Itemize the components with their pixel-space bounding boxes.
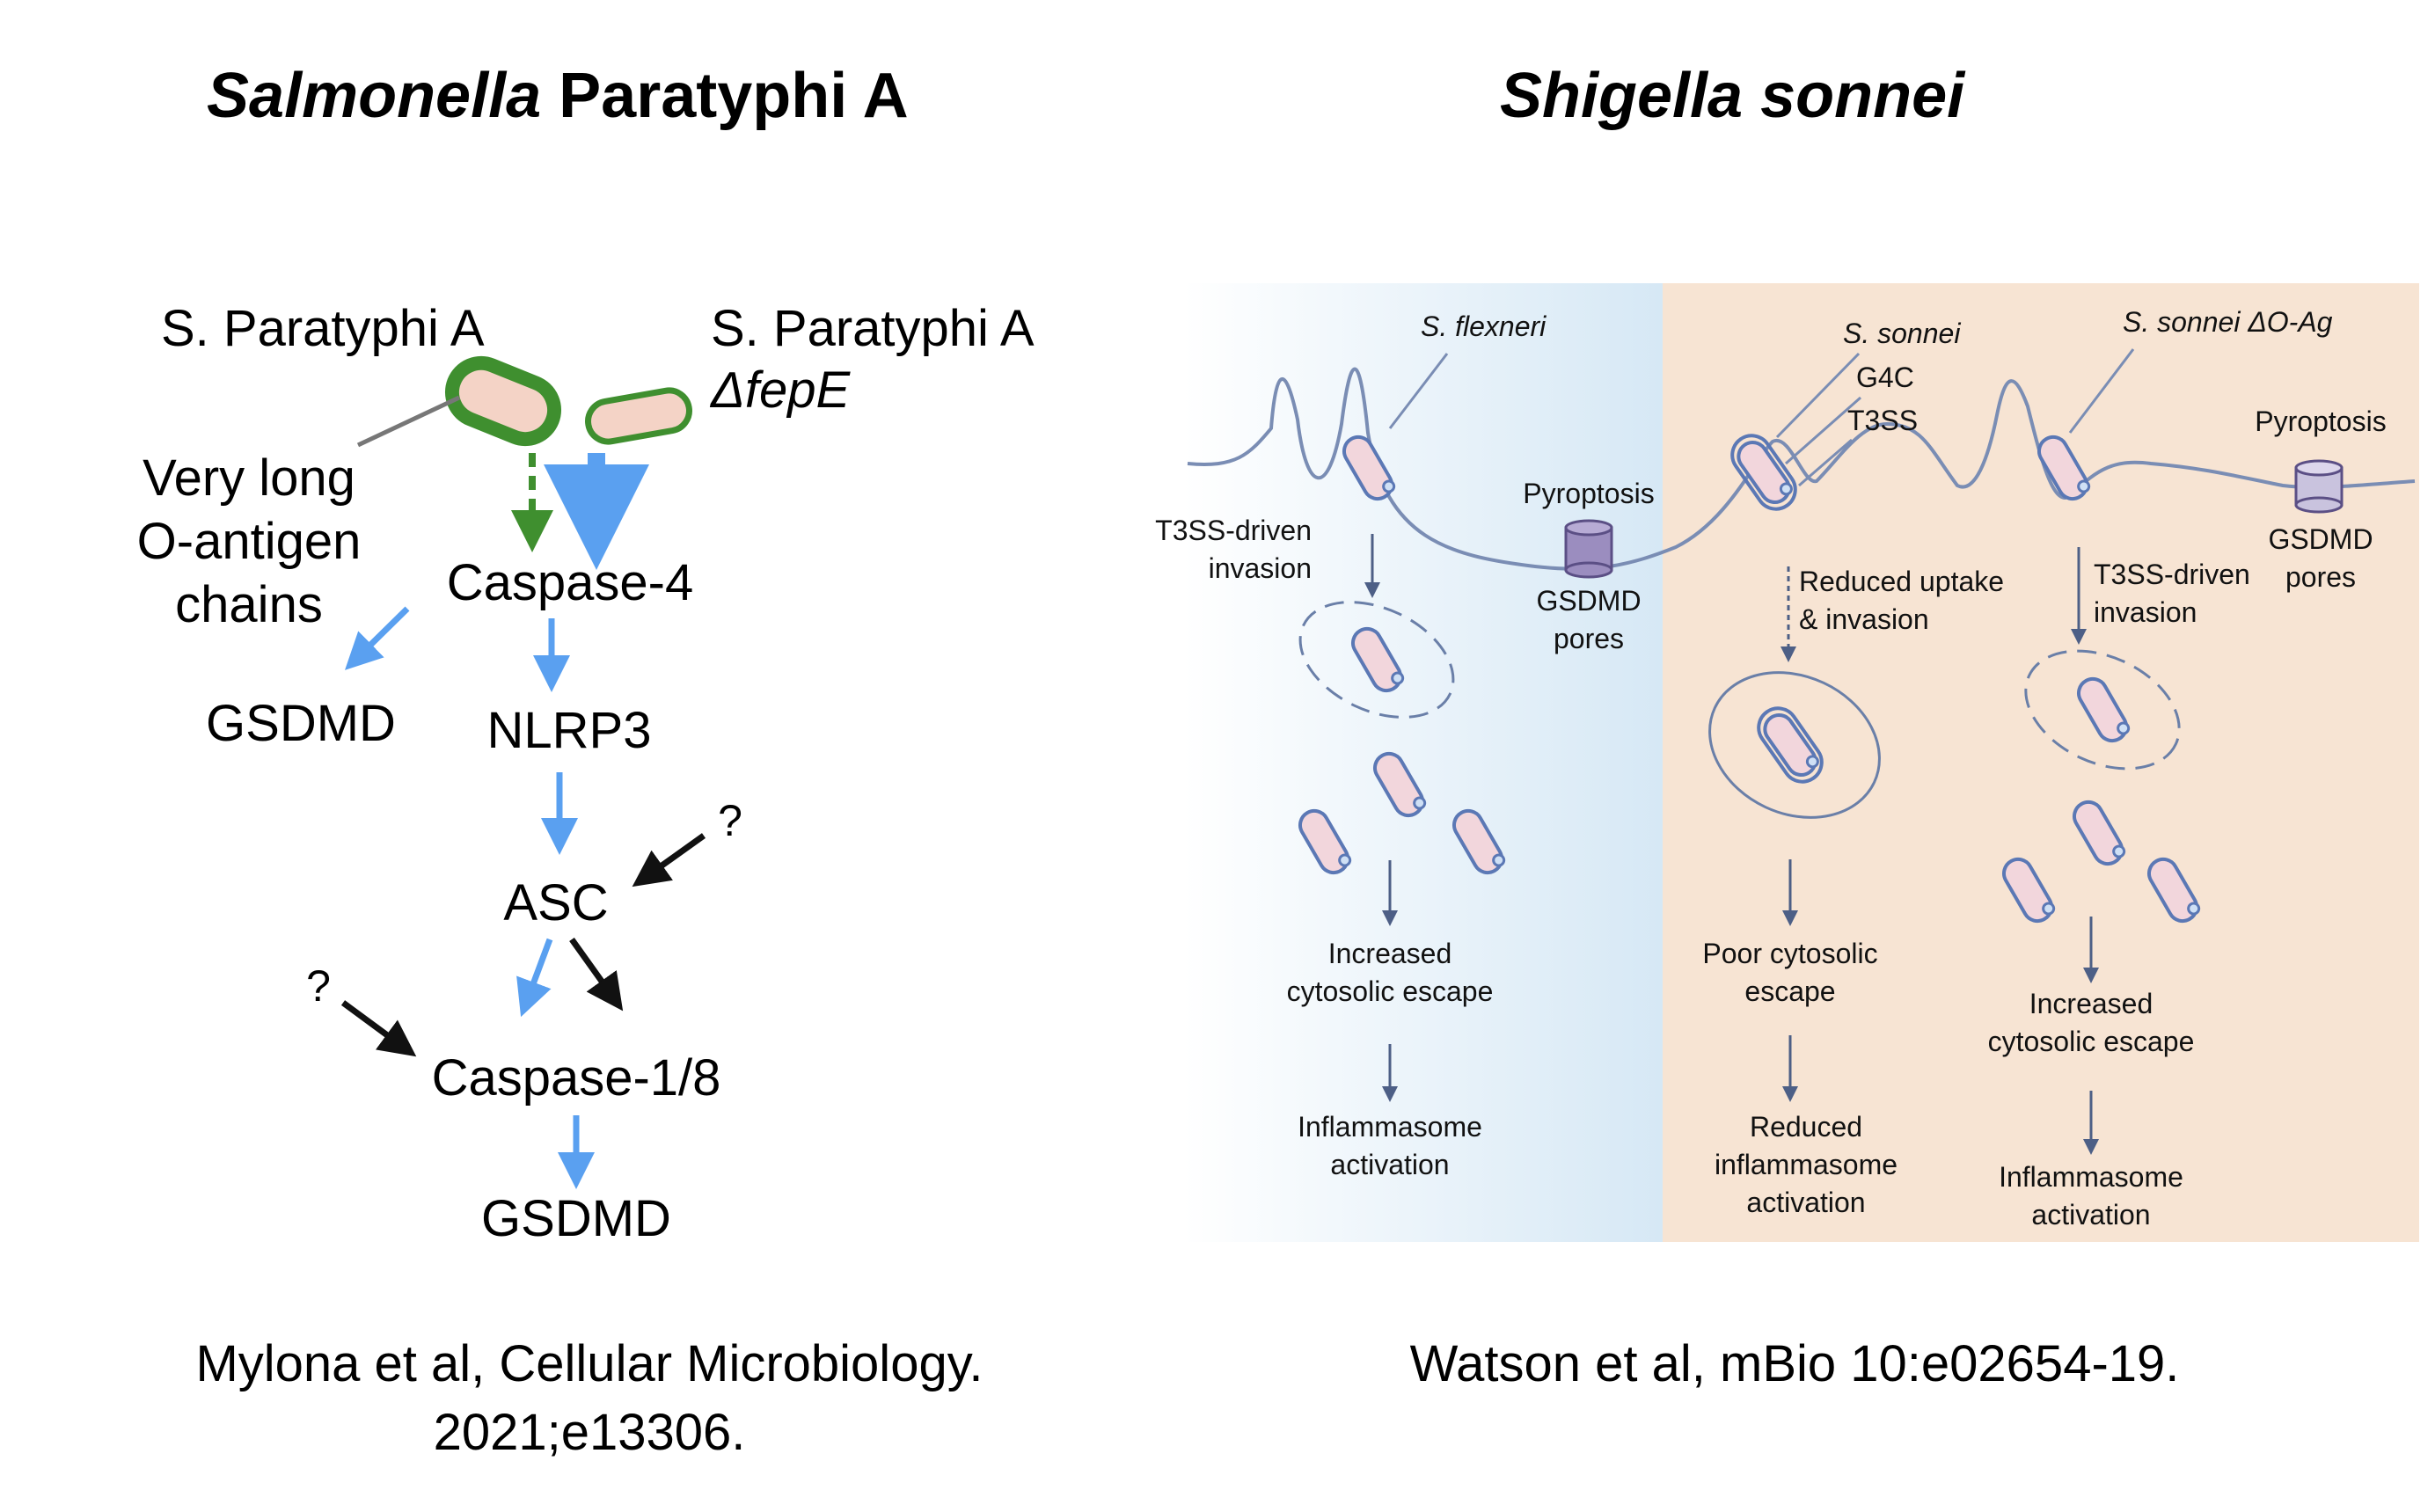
wt-bacterium-icon (444, 355, 562, 447)
increased-escape-2b: cytosolic escape (1988, 1026, 2195, 1057)
inflammasome-1b: activation (1330, 1149, 1449, 1180)
sonnei-vacuole-bacterium-icon (1757, 706, 1824, 784)
o-antigen-line-1: Very long (143, 449, 355, 507)
sonnei-vacuole (1708, 671, 1881, 819)
o-antigen-line-3: chains (175, 576, 323, 633)
flow-arrows (1364, 534, 2099, 1155)
shigella-diagram: S. flexneri S. sonnei G4C T3SS S. sonnei… (1155, 283, 2419, 1242)
black-arrow-to-caspase18 (340, 1000, 417, 1057)
poor-escape-a: Poor cytosolic (1702, 938, 1877, 969)
s-flexneri-label: S. flexneri (1421, 310, 1547, 342)
black-arrow-to-asc (632, 833, 706, 887)
left-citation: Mylona et al, Cellular Microbiology. 202… (123, 1330, 1056, 1467)
s-sonnei-label: S. sonnei (1843, 318, 1961, 349)
arrow-asc-caspase-blue (516, 938, 553, 1018)
pores-label-2b: pores (2285, 561, 2356, 593)
question-mark-1: ? (718, 796, 742, 845)
t3ss-invasion-2a: T3SS-driven (2094, 559, 2250, 590)
t3ss-invasion-1b: invasion (1209, 552, 1312, 584)
strain-mut-label-1: S. Paratyphi A (711, 300, 1035, 357)
gsdmd-pore-icon-2 (2294, 459, 2344, 514)
left-citation-line-1: Mylona et al, Cellular Microbiology. (195, 1335, 984, 1392)
gsdmd-left-node: GSDMD (206, 695, 396, 752)
t3ss-invasion-1a: T3SS-driven (1155, 515, 1312, 546)
reduced-inflammasome-b: inflammasome (1715, 1149, 1898, 1180)
reduced-uptake-a: Reduced uptake (1799, 566, 2004, 597)
arrow-casp4-gsdmd (345, 606, 410, 670)
o-antigen-label: Very long O-antigen chains (137, 449, 362, 633)
o-antigen-pointer (356, 395, 461, 448)
t3ss-label: T3SS (1847, 405, 1918, 436)
left-title-italic: Salmonella (207, 61, 542, 131)
sonnei-bacterium-surface-icon (1730, 434, 1797, 511)
inflammasome-2a: Inflammasome (1999, 1161, 2183, 1193)
gsdmd-pore-icon-1 (1564, 519, 1613, 579)
label-pointers (1388, 348, 2135, 487)
caspase4-node: Caspase-4 (447, 554, 693, 611)
caspase18-node: Caspase-1/8 (432, 1049, 721, 1107)
left-title-rest: Paratyphi A (541, 61, 909, 131)
left-title: Salmonella Paratyphi A (207, 60, 909, 132)
right-title-text: Shigella sonnei (1500, 61, 1965, 131)
arrow-asc-black (569, 937, 624, 1012)
inflammasome-1a: Inflammasome (1298, 1111, 1482, 1143)
g4c-label: G4C (1856, 362, 1914, 393)
increased-escape-1b: cytosolic escape (1287, 975, 1494, 1007)
flexneri-vacuole (1298, 601, 1455, 719)
right-title: Shigella sonnei (1500, 60, 1964, 132)
pyroptosis-label-2: Pyroptosis (2255, 405, 2386, 437)
asc-node: ASC (503, 874, 608, 931)
right-citation-line: Watson et al, mBio 10:e02654-19. (1409, 1335, 2180, 1392)
reduced-inflammasome-a: Reduced (1750, 1111, 1862, 1143)
strain-wt-label: S. Paratyphi A (161, 300, 485, 357)
pores-label-1a: GSDMD (1536, 585, 1641, 617)
dOAg-vacuole (2024, 649, 2181, 771)
s-sonnei-dOAg-label: S. sonnei ΔO-Ag (2123, 306, 2333, 338)
question-mark-2: ? (306, 961, 331, 1011)
strain-mut-label-2: ΔfepE (709, 362, 852, 419)
gsdmd-bottom-node: GSDMD (481, 1190, 671, 1247)
right-citation: Watson et al, mBio 10:e02654-19. (1320, 1330, 2270, 1399)
pores-label-2a: GSDMD (2268, 523, 2373, 555)
pyroptosis-label-1: Pyroptosis (1523, 478, 1654, 509)
panel-flexneri-bg (1183, 283, 1663, 1242)
poor-escape-b: escape (1744, 975, 1835, 1007)
reduced-inflammasome-c: activation (1746, 1187, 1865, 1218)
left-citation-line-2: 2021;e13306. (433, 1404, 746, 1461)
t3ss-invasion-2b: invasion (2094, 596, 2197, 628)
increased-escape-2a: Increased (2029, 988, 2153, 1019)
mutant-bacterium-icon (585, 387, 692, 445)
nlrp3-node: NLRP3 (487, 702, 652, 759)
salmonella-pathway-diagram: S. Paratyphi A S. Paratyphi A ΔfepE Very… (137, 300, 1035, 1247)
pores-label-1b: pores (1554, 623, 1624, 654)
o-antigen-line-2: O-antigen (137, 513, 362, 570)
reduced-uptake-b: & invasion (1799, 603, 1929, 635)
increased-escape-1a: Increased (1328, 938, 1452, 969)
inflammasome-2b: activation (2031, 1199, 2150, 1231)
